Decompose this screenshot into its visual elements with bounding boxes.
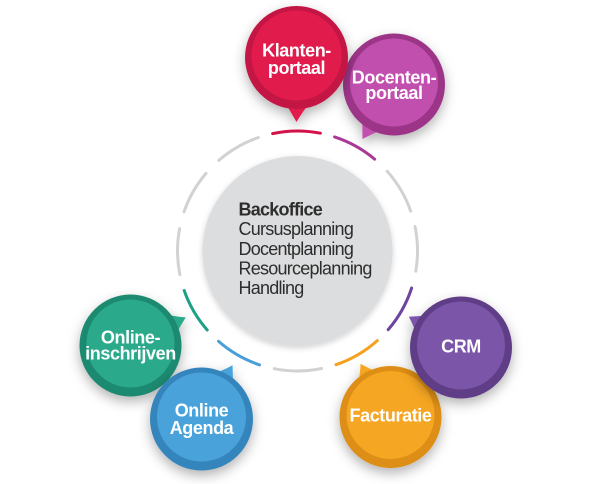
svg-text:Docenten-: Docenten- <box>352 68 437 88</box>
svg-text:Handling: Handling <box>239 278 304 298</box>
svg-text:Resourceplanning: Resourceplanning <box>239 258 372 278</box>
svg-text:Facturatie: Facturatie <box>349 405 431 425</box>
svg-text:portaal: portaal <box>268 58 325 78</box>
svg-text:Backoffice: Backoffice <box>239 200 323 220</box>
svg-text:CRM: CRM <box>441 336 481 356</box>
svg-text:Klanten-: Klanten- <box>262 41 331 61</box>
svg-text:portaal: portaal <box>365 83 422 103</box>
svg-text:Docentplanning: Docentplanning <box>239 239 354 259</box>
svg-text:Agenda: Agenda <box>170 418 235 438</box>
svg-text:Online-: Online- <box>101 328 161 348</box>
svg-text:Cursusplanning: Cursusplanning <box>239 219 354 239</box>
svg-text:Online: Online <box>175 401 229 421</box>
svg-text:inschrijven: inschrijven <box>85 344 176 364</box>
